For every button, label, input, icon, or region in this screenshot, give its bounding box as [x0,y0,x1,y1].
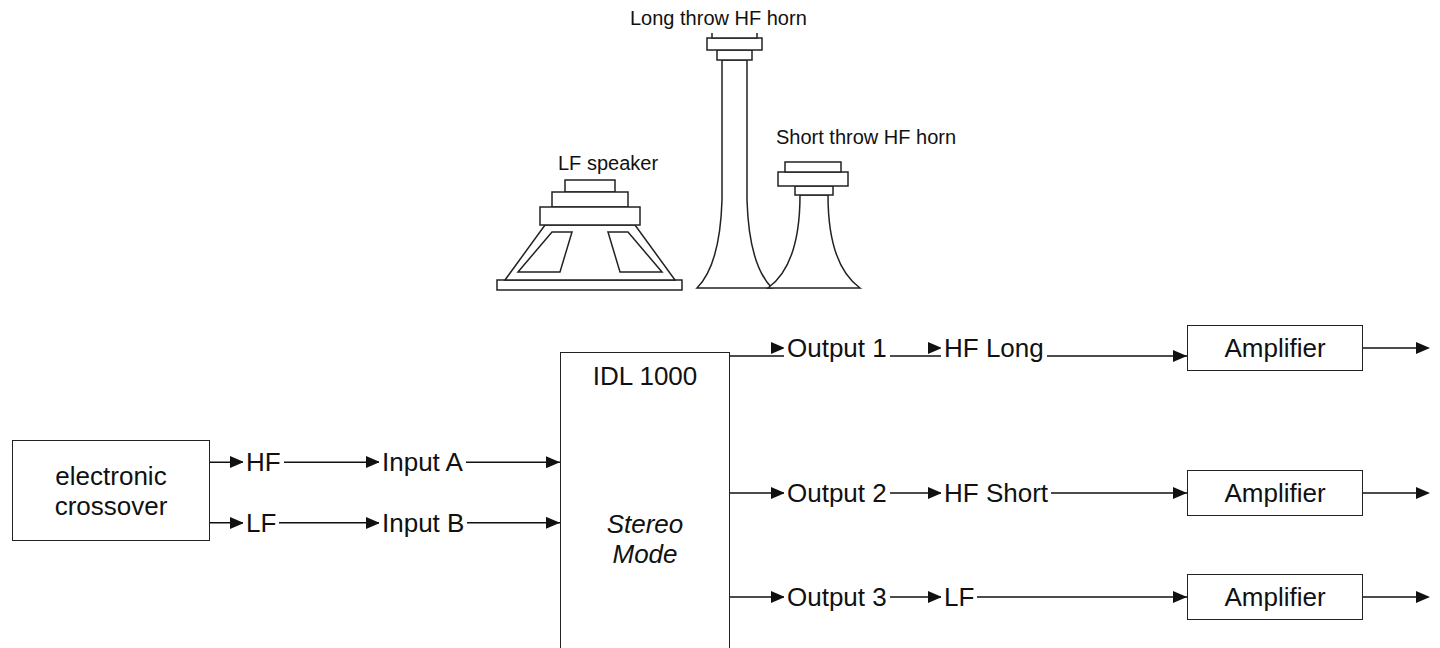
amplifier-output-arrows [1363,342,1430,603]
amplifier-box: Amplifier [1187,470,1363,516]
amplifier-box: Amplifier [1187,325,1363,371]
signal-name: HF Short [941,478,1051,508]
horn-label: Long throw HF horn [627,3,810,33]
input-name: Input B [379,508,467,538]
lf-speaker-drawing [497,180,682,290]
mode-name: Stereo Mode [600,509,690,569]
speaker-label: LF speaker [555,148,661,178]
box-label: electronic crossover [23,461,199,521]
short-throw-horn-drawing [768,162,860,288]
crossover-box: electronic crossover [12,440,210,541]
output-name: Output 1 [784,333,890,363]
box-label: Amplifier [1224,582,1325,612]
input-name: Input A [379,447,466,477]
device-name: IDL 1000 [561,361,729,391]
horn-label: Short throw HF horn [773,122,959,152]
processor-box: IDL 1000Stereo Mode [560,352,730,648]
output-name: Output 3 [784,582,890,612]
output-name: Output 2 [784,478,890,508]
signal-name: LF [941,582,977,612]
box-label: Amplifier [1224,333,1325,363]
box-label: Amplifier [1224,478,1325,508]
signal-name: HF [243,447,284,477]
signal-name: LF [243,508,279,538]
long-throw-horn-drawing [697,30,772,288]
amplifier-box: Amplifier [1187,574,1363,620]
signal-name: HF Long [941,333,1047,363]
